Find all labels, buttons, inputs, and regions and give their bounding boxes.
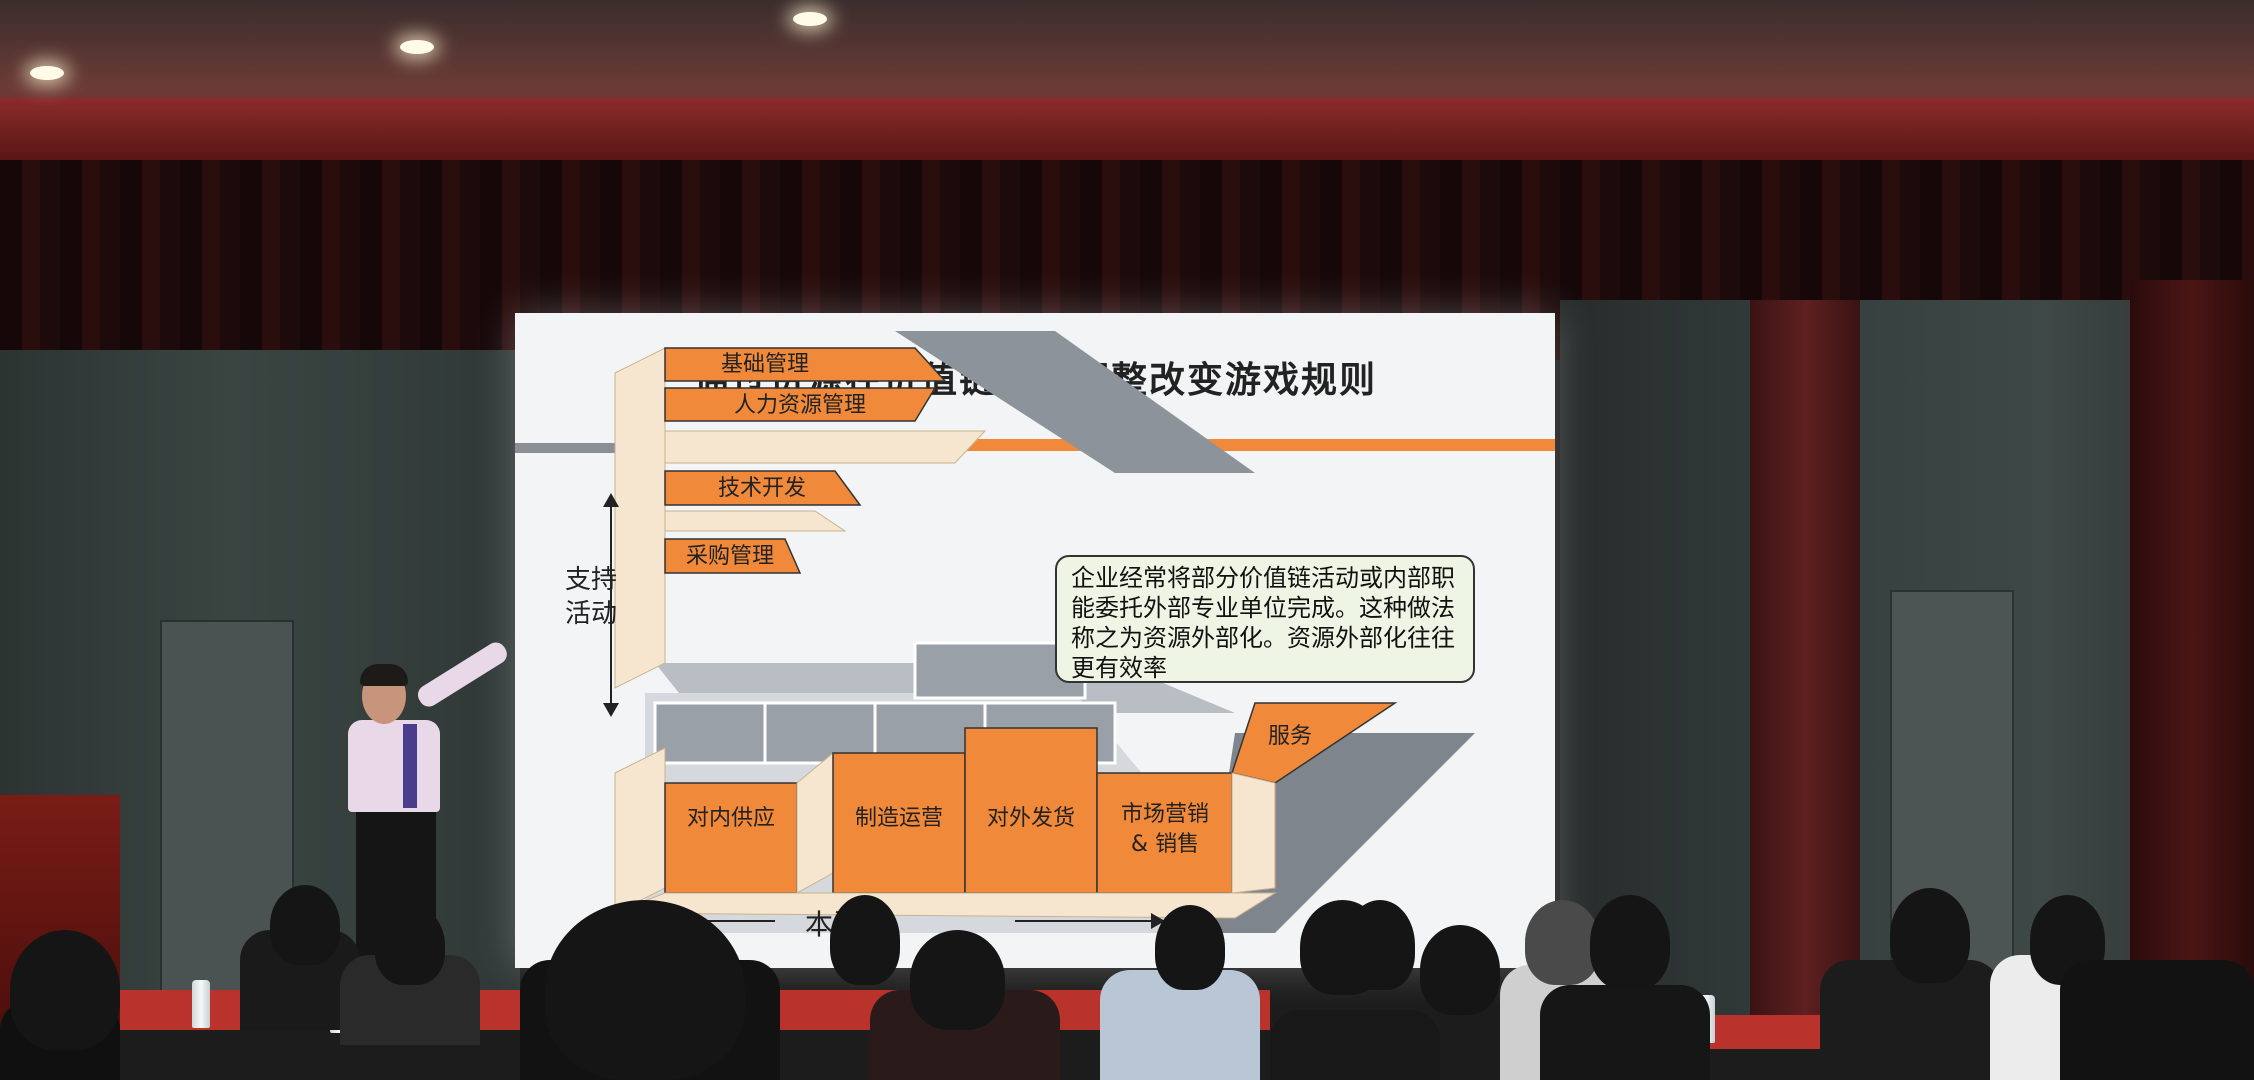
arrow-up-icon xyxy=(603,493,619,507)
support-label-procurement: 采购管理 xyxy=(686,544,774,569)
primary-label-marketing: 市场营销 xyxy=(1121,802,1209,827)
audience-head xyxy=(830,895,900,985)
primary-block-operations xyxy=(832,752,966,894)
projection-screen: 通过资源在价值链上的调整改变游戏规则 基础管理 人力资源管理 技术开发 采购管理 xyxy=(515,313,1555,968)
right-curtain xyxy=(2130,280,2254,1080)
value-chain-diagram: 基础管理 人力资源管理 技术开发 采购管理 对内供应 制造运营 对外发货 市场营… xyxy=(614,331,1475,933)
support-bar-tech-shadow xyxy=(664,510,847,532)
primary-side xyxy=(614,747,666,914)
primary-axis-line-right xyxy=(1015,920,1155,922)
support-label-hr: 人力资源管理 xyxy=(734,393,866,418)
primary-label-service: 服务 xyxy=(1268,724,1312,749)
support-bar-foundation xyxy=(664,347,947,382)
support-label-foundation: 基础管理 xyxy=(721,352,809,377)
primary-label-sales: & 销售 xyxy=(1131,832,1199,857)
outsourcing-callout: 企业经常将部分价值链活动或内部职能委托外部专业单位完成。这种做法称之为资源外部化… xyxy=(1055,555,1475,683)
audience-member xyxy=(2060,960,2254,1080)
audience-head xyxy=(1525,900,1600,985)
primary-block-outbound xyxy=(964,727,1098,894)
primary-block-inbound xyxy=(664,782,798,894)
primary-block-service-side xyxy=(1231,772,1276,894)
ceiling-light xyxy=(400,40,434,54)
presenter-hair xyxy=(360,664,408,686)
audience-head xyxy=(910,930,1005,1030)
presenter-shirt xyxy=(348,720,440,812)
diagram-back-wall xyxy=(895,331,1255,473)
audience-head xyxy=(375,905,445,985)
support-bar-hr xyxy=(664,387,937,422)
support-activities-label: 支持 活动 xyxy=(551,563,631,631)
ceiling-light xyxy=(793,12,827,26)
water-bottle xyxy=(192,980,210,1028)
support-bar-tech xyxy=(664,470,862,506)
primary-base xyxy=(614,892,1277,919)
audience-head xyxy=(270,885,340,965)
primary-block-marketing xyxy=(1096,772,1233,894)
grid-cell xyxy=(653,701,767,765)
audience-head xyxy=(1155,905,1225,990)
audience-head xyxy=(545,900,745,1080)
support-bar-procurement xyxy=(664,538,802,574)
primary-label-inbound: 对内供应 xyxy=(687,806,775,831)
support-axis-line xyxy=(610,499,612,709)
support-bar-hr-shadow xyxy=(664,430,987,464)
ceiling-light xyxy=(30,66,64,80)
ceiling-band xyxy=(0,98,2254,160)
audience-head xyxy=(10,930,120,1050)
red-pillar xyxy=(1750,300,1860,1020)
support-side xyxy=(614,347,666,689)
support-label-text: 支持 活动 xyxy=(564,565,617,629)
audience-head xyxy=(1890,888,1970,983)
support-label-tech: 技术开发 xyxy=(718,476,806,501)
presenter-tie xyxy=(403,724,417,808)
audience-member xyxy=(1540,985,1710,1080)
audience-head xyxy=(1420,925,1500,1015)
primary-label-operations: 制造运营 xyxy=(855,806,943,831)
audience-head xyxy=(1590,895,1670,990)
audience-member xyxy=(1270,1010,1440,1080)
primary-axis-line-left xyxy=(665,920,775,922)
audience-head xyxy=(1345,900,1415,990)
arrow-down-icon xyxy=(603,703,619,717)
primary-label-outbound: 对外发货 xyxy=(987,806,1075,831)
